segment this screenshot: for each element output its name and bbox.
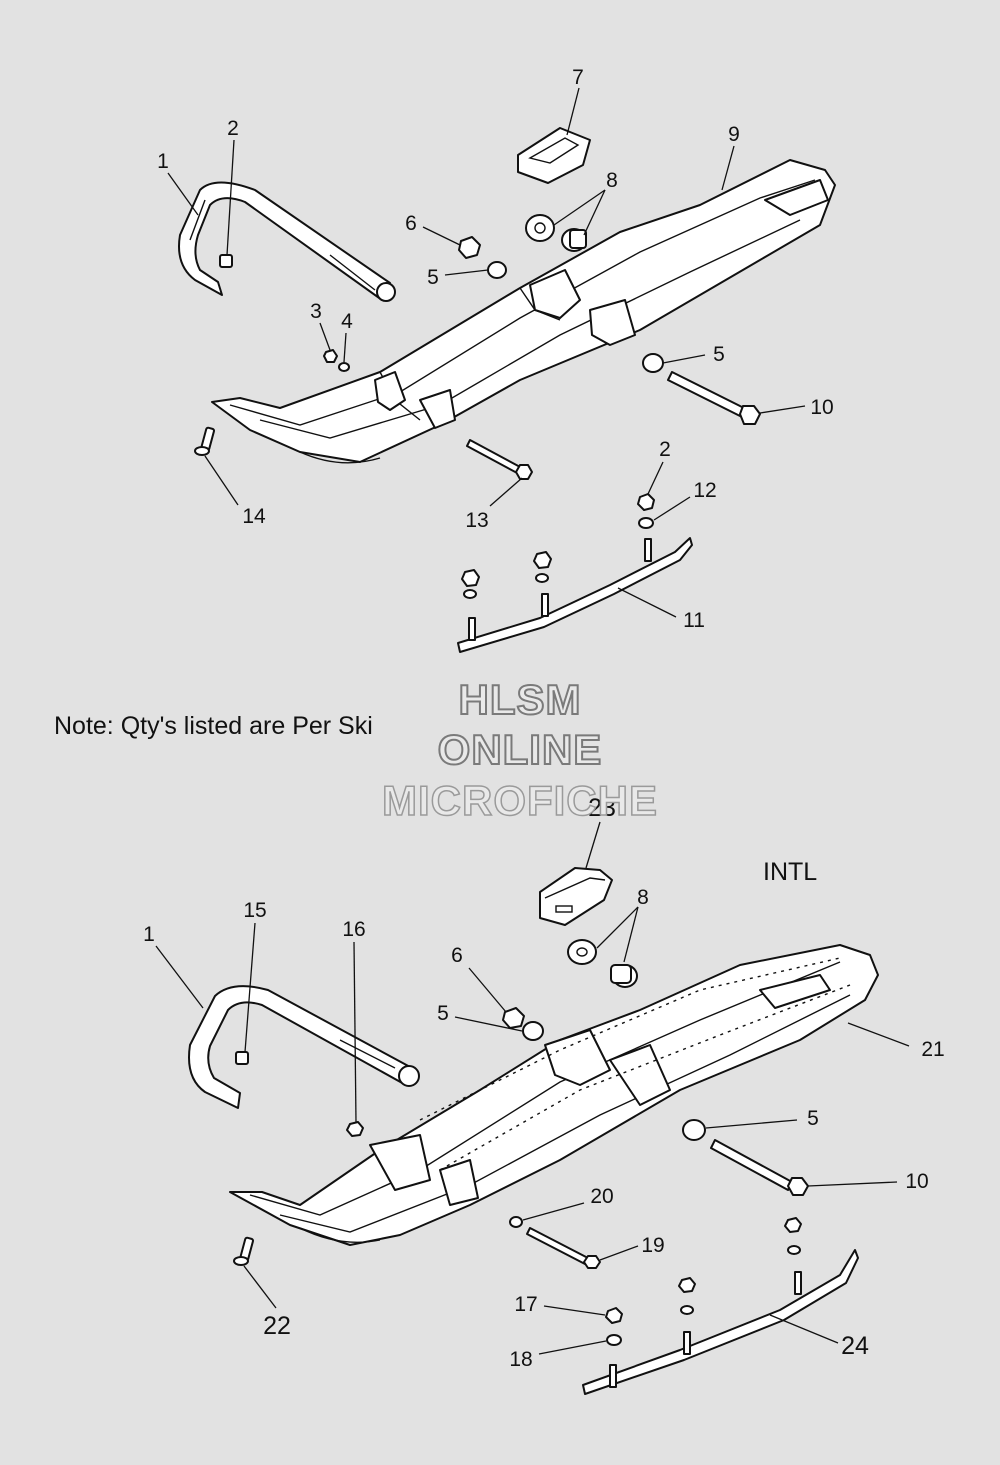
callout-12-top: 12: [693, 479, 716, 502]
callout-14-top: 14: [242, 505, 266, 528]
nut-6-bottom: [502, 1007, 525, 1029]
washer-5-top-b: [642, 353, 664, 373]
callout-20: 20: [590, 1185, 613, 1208]
callout-5-bottom-a: 5: [437, 1002, 449, 1025]
bolt-10-bottom: [710, 1139, 809, 1196]
bumper-block-7: [517, 127, 591, 184]
callout-2-top-b: 2: [659, 438, 671, 461]
callout-7-top: 7: [572, 66, 584, 89]
callout-6-top: 6: [405, 212, 417, 235]
callout-8-bottom: 8: [637, 886, 649, 909]
callout-17: 17: [514, 1293, 537, 1316]
callout-6-bottom: 6: [451, 944, 463, 967]
ski-handle-top: [178, 181, 396, 302]
washer-12: [638, 517, 654, 529]
bolt-19: [526, 1227, 601, 1269]
top-leaders: [167, 87, 806, 618]
bolt-10-top: [667, 371, 761, 425]
nut-6-top: [458, 236, 481, 259]
callout-5-top-a: 5: [427, 266, 439, 289]
callout-21: 21: [921, 1038, 944, 1061]
nut-15: [235, 1051, 249, 1065]
watermark-line-1: HLSM: [458, 675, 582, 724]
top-ski-assembly: [178, 127, 836, 653]
pin-14-top: [194, 426, 216, 456]
callout-19: 19: [641, 1234, 664, 1257]
callout-5-top-b: 5: [713, 343, 725, 366]
washer-5-bottom-b: [682, 1119, 706, 1141]
callout-18: 18: [509, 1348, 532, 1371]
qty-note: Note: Qty's listed are Per Ski: [54, 712, 373, 740]
bottom-callouts: 23 1 15 16 8 6 5 21 5 10 20 19 22 17 18 …: [143, 794, 945, 1371]
bolt-13-top: [466, 439, 533, 480]
callout-16: 16: [342, 918, 365, 941]
nut-2-runner: [637, 493, 655, 511]
callout-4-top: 4: [341, 310, 353, 333]
carbide-runner-11: [457, 537, 693, 653]
nut-2-top: [219, 254, 233, 268]
carbide-runner-24: [582, 1249, 859, 1395]
callout-1-bottom: 1: [143, 923, 155, 946]
washer-4-top: [338, 362, 350, 372]
nut-3-top: [323, 349, 338, 363]
watermark-line-2: ONLINE: [437, 725, 603, 774]
pin-22: [233, 1236, 255, 1266]
watermark-line-3: MICROFICHE: [381, 776, 658, 825]
callout-10-top: 10: [810, 396, 833, 419]
callout-23: 23: [588, 794, 616, 822]
callout-10-bottom: 10: [905, 1170, 928, 1193]
ski-body-9: [211, 159, 836, 464]
callout-11-top: 11: [683, 609, 705, 632]
washer-20: [509, 1216, 523, 1228]
callout-15: 15: [243, 899, 266, 922]
bumper-block-23: [539, 867, 613, 926]
callout-8-top: 8: [606, 169, 618, 192]
nut-17: [605, 1307, 623, 1324]
ski-body-21: [229, 944, 879, 1246]
callout-3-top: 3: [310, 300, 322, 323]
washer-5-top-a: [487, 261, 507, 279]
callout-22: 22: [263, 1312, 291, 1340]
bushing-8-top: [525, 214, 587, 252]
callout-1-top: 1: [157, 150, 169, 173]
callout-5-bottom-b: 5: [807, 1107, 819, 1130]
callout-2-top: 2: [227, 117, 239, 140]
bottom-ski-assembly: [188, 867, 879, 1395]
bottom-leaders: [155, 821, 910, 1355]
bushing-8-bottom: [567, 939, 638, 988]
washer-18: [606, 1334, 622, 1346]
nut-16: [346, 1121, 364, 1137]
callout-9-top: 9: [728, 123, 740, 146]
washer-5-bottom-a: [522, 1021, 544, 1041]
top-callouts: 1 2 3 4 5 6 7 8 9 5 10 2 12 14 13 11: [157, 66, 834, 632]
intl-label: INTL: [763, 858, 818, 886]
callout-13-top: 13: [465, 509, 488, 532]
ski-handle-bottom: [188, 985, 420, 1109]
callout-24: 24: [841, 1332, 869, 1360]
